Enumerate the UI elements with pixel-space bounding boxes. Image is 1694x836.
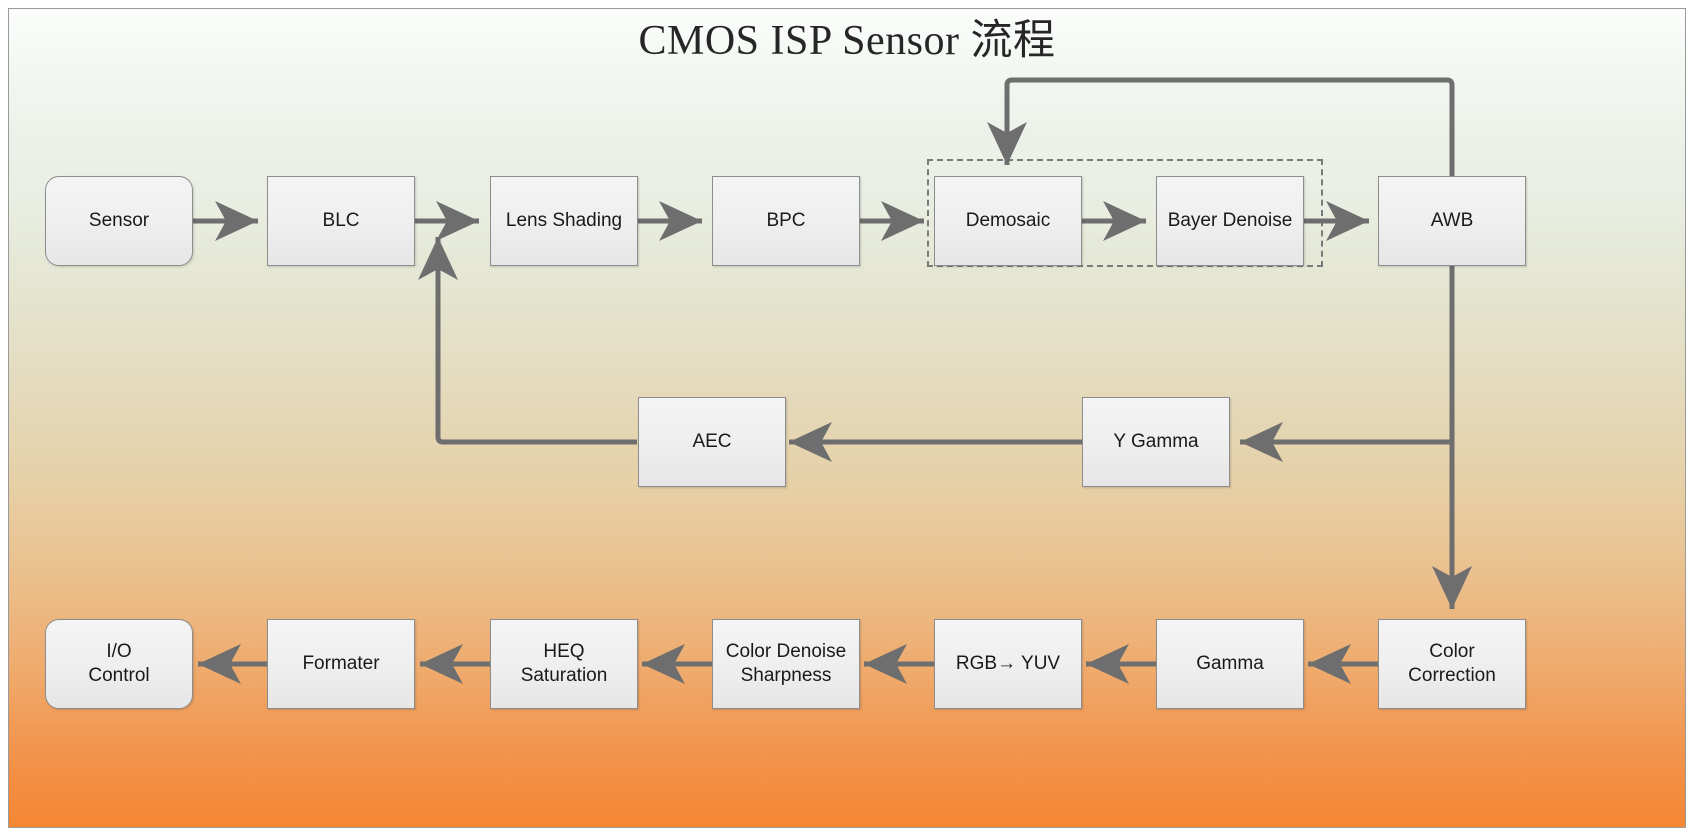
node-y-gamma[interactable]: Y Gamma — [1082, 397, 1230, 487]
page-title: CMOS ISP Sensor 流程 — [638, 18, 1056, 64]
node-aec[interactable]: AEC — [638, 397, 786, 487]
node-color-correction[interactable]: Color Correction — [1378, 619, 1526, 709]
node-rgb-to-yuv-label: RGB→ YUV — [955, 653, 1061, 675]
node-rgb-to-yuv[interactable]: RGB→ YUV — [934, 619, 1082, 709]
node-lens-shading[interactable]: Lens Shading — [490, 176, 638, 266]
node-gamma[interactable]: Gamma — [1156, 619, 1304, 709]
node-io-control-label-line1: I/O — [106, 641, 132, 663]
node-heq-label-line1: HEQ — [543, 641, 585, 663]
node-awb[interactable]: AWB — [1378, 176, 1526, 266]
node-awb-label: AWB — [1430, 210, 1474, 232]
node-color-correction-label: Color Correction — [1408, 641, 1496, 686]
node-heq-saturation[interactable]: HEQ Saturation — [490, 619, 638, 709]
node-aec-label: AEC — [692, 431, 732, 453]
node-bpc[interactable]: BPC — [712, 176, 860, 266]
node-io-control[interactable]: I/O Control — [45, 619, 193, 709]
node-blc-label: BLC — [322, 210, 360, 232]
node-sensor-label: Sensor — [88, 210, 150, 232]
node-sensor[interactable]: Sensor — [45, 176, 193, 266]
node-bayer-denoise-label: Bayer Denoise — [1167, 210, 1293, 232]
node-io-control-label: I/O Control — [84, 640, 153, 688]
node-demosaic[interactable]: Demosaic — [934, 176, 1082, 266]
node-blc[interactable]: BLC — [267, 176, 415, 266]
node-color-denoise-label-line1: Color Denoise — [725, 641, 847, 663]
node-color-denoise-label: Color Denoise Sharpness — [722, 640, 850, 688]
node-color-denoise-sharpness[interactable]: Color Denoise Sharpness — [712, 619, 860, 709]
node-bayer-denoise[interactable]: Bayer Denoise — [1156, 176, 1304, 266]
node-heq-label-line2: Saturation — [520, 665, 608, 686]
node-color-denoise-label-line2: Sharpness — [740, 665, 832, 686]
node-gamma-label: Gamma — [1196, 653, 1264, 675]
node-demosaic-label: Demosaic — [965, 210, 1051, 232]
node-y-gamma-label: Y Gamma — [1113, 431, 1199, 453]
node-lens-shading-label: Lens Shading — [505, 210, 623, 232]
node-formater-label: Formater — [302, 653, 380, 675]
node-io-control-label-line2: Control — [88, 665, 150, 686]
node-bpc-label: BPC — [766, 210, 806, 232]
node-formater[interactable]: Formater — [267, 619, 415, 709]
node-heq-saturation-label: HEQ Saturation — [517, 640, 612, 688]
